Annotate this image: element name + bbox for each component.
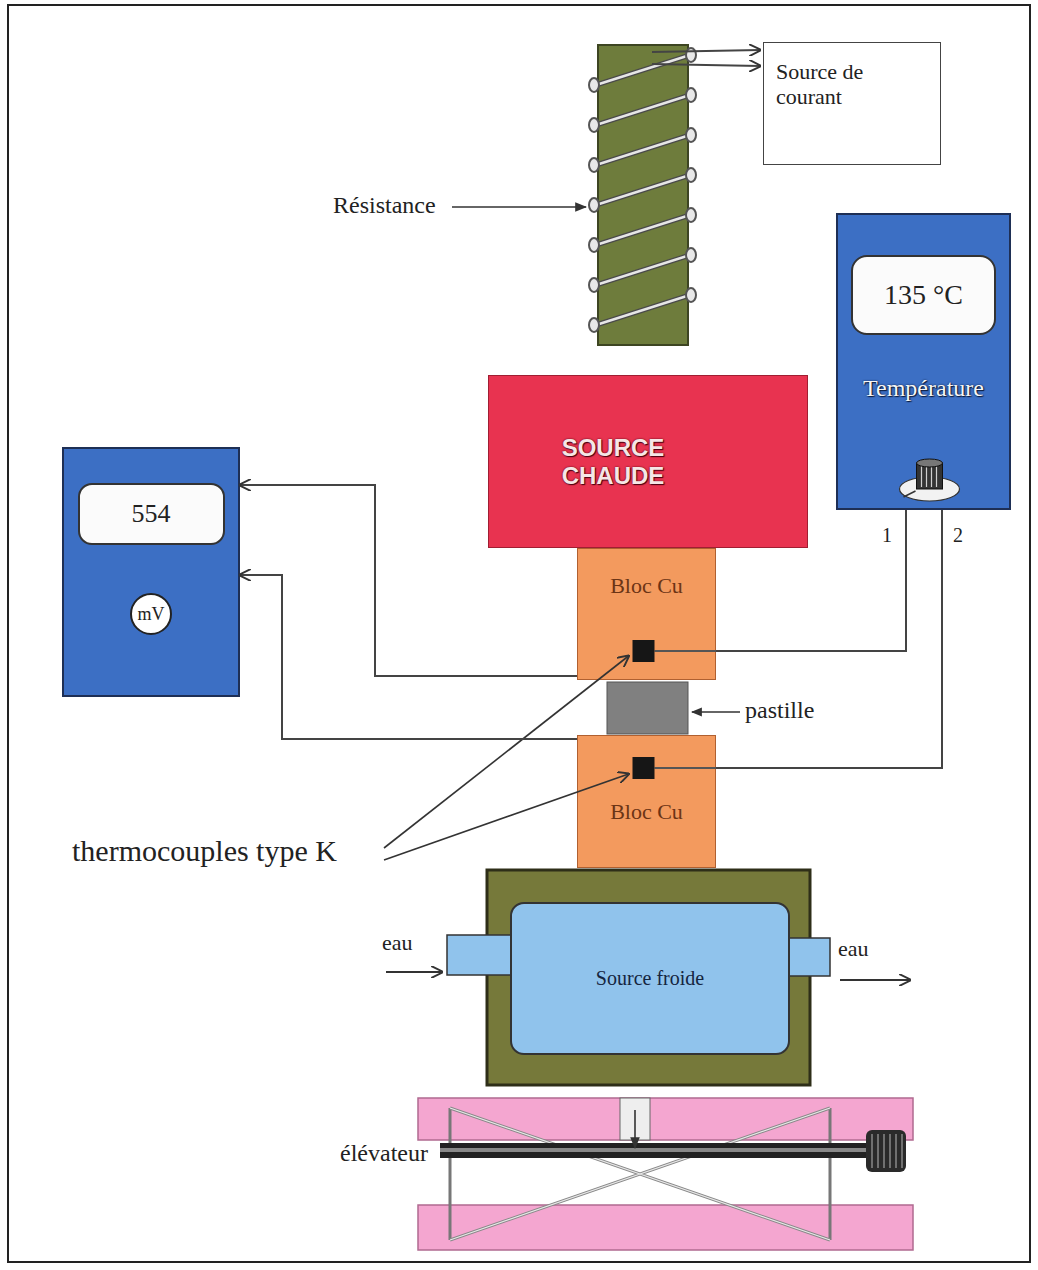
frame <box>8 5 1030 1262</box>
leader-line <box>452 206 586 208</box>
leader-line <box>384 774 629 860</box>
thermocouple <box>633 757 655 779</box>
water-arrow <box>386 971 442 973</box>
thermocouple-wire <box>655 767 717 769</box>
channel-number: 2 <box>953 524 963 546</box>
node-text: 554 <box>78 483 225 545</box>
temperature-meter: 135 °C Température <box>836 213 1011 510</box>
leader-line <box>384 656 629 848</box>
flow-label: eau <box>838 936 869 961</box>
node-text: Température <box>863 375 984 403</box>
label-holder: 2 <box>953 524 963 547</box>
flow-label: eau <box>382 930 413 955</box>
node-text: Bloc Cu <box>610 799 683 824</box>
part-label: élévateur <box>340 1140 428 1166</box>
label-holder: élévateur <box>340 1140 428 1167</box>
water-arrow <box>840 979 910 981</box>
supply-wire <box>652 50 760 52</box>
thermocouple <box>633 640 655 662</box>
millivoltmeter: 554 mV <box>62 447 240 697</box>
node-text: Bloc Cu <box>610 573 683 598</box>
label-holder: Résistance <box>333 192 436 219</box>
copper-block: Bloc Cu <box>577 735 716 868</box>
supply-wire <box>652 64 760 66</box>
signal-wire <box>716 510 942 768</box>
channel-number: 1 <box>882 524 892 546</box>
thermocouple-wire <box>655 650 717 652</box>
label-holder: thermocouples type K <box>72 834 337 868</box>
label-holder: eau <box>838 936 869 962</box>
hot-source: SOURCE CHAUDE <box>488 375 808 548</box>
leader-line <box>692 711 740 713</box>
part-label: Résistance <box>333 192 436 218</box>
node-text: SOURCE CHAUDE <box>531 434 696 489</box>
label-holder: 1 <box>882 524 892 547</box>
water-pipe <box>447 935 513 975</box>
label-holder: pastille <box>745 697 814 724</box>
cold-source: Source froide <box>510 902 790 1055</box>
pellet <box>607 682 688 734</box>
power-supply-box: Source de courant <box>763 42 941 165</box>
label-holder: eau <box>382 930 413 956</box>
control-knob <box>900 459 960 501</box>
signal-wire <box>240 575 577 739</box>
signal-wire <box>240 485 577 676</box>
signal-wire <box>716 510 906 651</box>
node-text: Source froide <box>596 967 704 990</box>
node-text: mV <box>130 593 172 635</box>
part-label: thermocouples type K <box>72 834 337 867</box>
resistor-coil <box>589 48 696 332</box>
water-pipe <box>786 938 830 976</box>
lab-jack <box>418 1098 913 1250</box>
part-label: pastille <box>745 697 814 723</box>
cold-source-housing <box>487 870 810 1085</box>
node-text: Source de courant <box>776 59 916 110</box>
node-text: 135 °C <box>851 255 996 335</box>
copper-block: Bloc Cu <box>577 548 716 680</box>
